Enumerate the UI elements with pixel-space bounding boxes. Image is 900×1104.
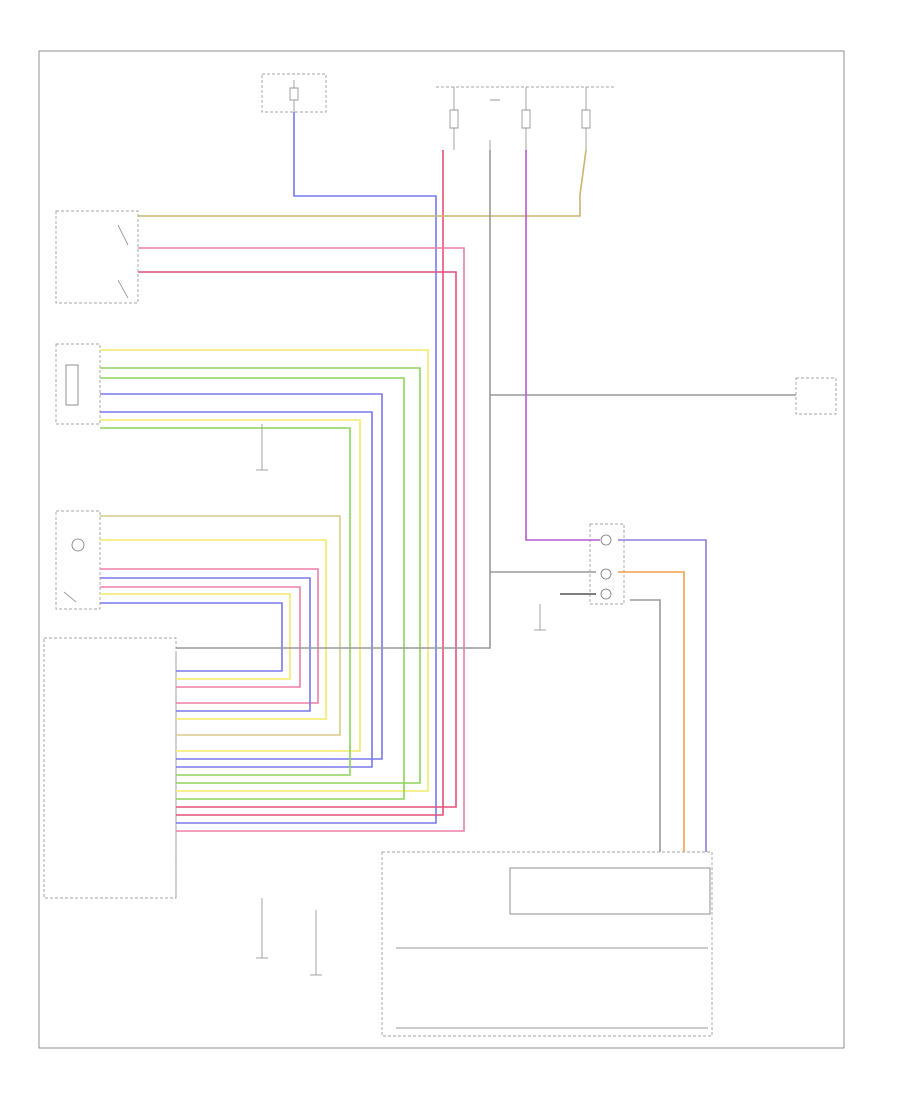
diagram-border	[38, 50, 845, 1049]
ground-symbol-2	[534, 604, 546, 631]
wire-blue-2	[100, 393, 383, 760]
wire-yellow-1	[100, 349, 429, 792]
ground-symbol-4	[310, 910, 322, 976]
fuse-box-right	[436, 86, 615, 160]
wire-purple	[525, 150, 600, 541]
wire-yellow-3	[100, 539, 327, 720]
wire-blue-3	[100, 411, 373, 768]
wire-red-3	[100, 586, 301, 688]
wire-layer	[100, 112, 796, 852]
wire-violet	[618, 539, 707, 852]
wire-grey-v	[176, 150, 491, 649]
far-right-connector	[795, 377, 837, 415]
wire-blue-5	[100, 602, 283, 672]
wire-red-2	[138, 271, 457, 808]
wire-orange	[618, 571, 685, 852]
wire-brown-top	[138, 149, 587, 217]
wire-pink-3	[100, 568, 319, 704]
wire-green-1	[100, 367, 421, 784]
wire-green-3	[100, 427, 351, 776]
ground-symbol-3	[256, 898, 268, 959]
wire-green-2	[100, 377, 405, 800]
wire-tan-1	[100, 515, 341, 736]
wire-blue-4	[100, 577, 311, 712]
clock-spring	[589, 523, 625, 605]
engine-control-module	[43, 637, 177, 899]
wire-grey-down	[630, 599, 661, 852]
brake-switch	[55, 210, 139, 304]
steering-switch-module	[381, 851, 713, 1037]
ground-symbol-1	[256, 424, 268, 471]
fuse-box-left	[261, 73, 327, 113]
wire-pink-2	[138, 247, 465, 832]
wire-pink-top	[176, 150, 444, 816]
wire-yellow-2	[100, 419, 361, 752]
wire-blue-top	[176, 112, 437, 824]
wire-yellow-4	[100, 593, 291, 680]
throttle-body	[55, 510, 101, 610]
accelerator-pedal	[55, 343, 101, 425]
